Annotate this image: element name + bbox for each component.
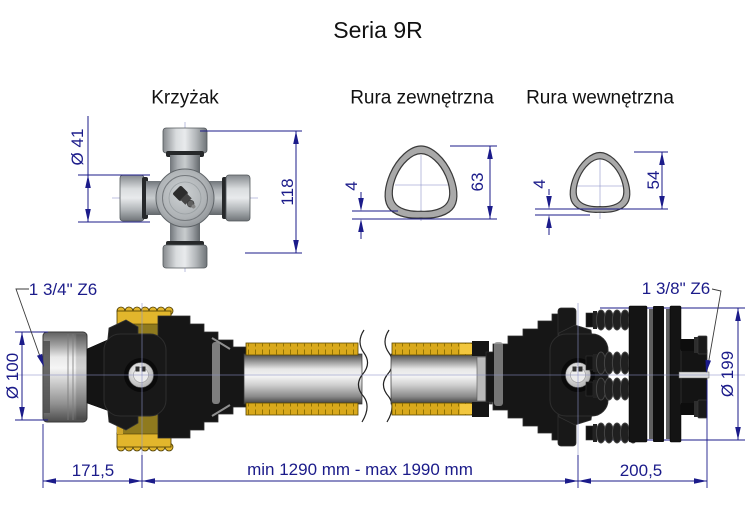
right-spline-label: 1 3/8" Z6 (642, 279, 710, 298)
dim-inner-wall-value: 4 (530, 179, 549, 188)
dim-outer-wall-value: 4 (342, 181, 361, 190)
tube-clamp-bottom (472, 402, 489, 417)
outer-tube-profile (384, 145, 458, 221)
tube-left-segment (243, 342, 363, 416)
strip-end-cap-bottom (460, 404, 472, 414)
inner-tube-wall (569, 151, 631, 213)
dimension-right-diameter: Ø 199 (718, 308, 741, 440)
dimension-outer-tube-size: 63 (352, 145, 497, 220)
dimension-bottom-lengths: 171,5 min 1290 mm - max 1990 mm 200,5 (42, 380, 708, 488)
dim-cross-length-value: 118 (278, 178, 297, 205)
cross-cap-top (162, 127, 208, 154)
clutch-plates (628, 305, 682, 443)
dimension-cross-length: 118 (200, 130, 302, 254)
dimension-cross-diameter: Ø 41 (68, 116, 150, 223)
dim-left-length-value: 171,5 (72, 461, 115, 480)
dim-telescopic-length-value: min 1290 mm - max 1990 mm (247, 460, 473, 479)
left-spline-collar (42, 331, 88, 423)
cross-cap-right (225, 174, 251, 222)
dim-inner-size-value: 54 (644, 171, 663, 190)
left-bell-highlight (212, 342, 220, 404)
shaft-assembly (15, 303, 745, 460)
dim-outer-size-value: 63 (468, 173, 487, 192)
left-spline-label: 1 3/4" Z6 (29, 280, 97, 299)
tube-clamp-top (472, 341, 489, 356)
grease-nipple (173, 186, 196, 209)
dimension-inner-tube-size: 54 (535, 151, 668, 210)
cross-joint-drawing (112, 122, 258, 272)
outer-tube-wall (384, 145, 458, 219)
page-title: Seria 9R (333, 17, 422, 43)
left-guard-bell (157, 315, 257, 439)
dimension-left-diameter: Ø 100 (3, 331, 48, 421)
outer-tube-label: Rura zewnętrzna (350, 88, 494, 109)
cross-cap-bottom (162, 244, 208, 269)
cross-section-label: Krzyżak (151, 88, 219, 109)
inner-tube-label: Rura wewnętrzna (526, 88, 674, 109)
leader-left-spline: 1 3/4" Z6 (15, 280, 97, 368)
dim-right-diameter-value: Ø 199 (718, 351, 737, 397)
leader-right-spline: 1 3/8" Z6 (642, 279, 722, 374)
right-bell-highlight (494, 342, 503, 406)
dimension-inner-tube-wall: 4 (530, 179, 590, 235)
dim-right-length-value: 200,5 (620, 461, 663, 480)
clutch-springs (585, 309, 639, 444)
dimension-outer-tube-wall: 4 (342, 181, 398, 239)
dim-cross-diameter-value: Ø 41 (68, 129, 87, 166)
inner-tube-profile (569, 151, 631, 219)
dim-left-diameter-value: Ø 100 (3, 353, 22, 399)
cross-cap-left (119, 174, 145, 222)
strip-end-cap-top (460, 344, 472, 354)
tube-right-segment (390, 341, 493, 417)
right-spline-hub (678, 335, 710, 419)
